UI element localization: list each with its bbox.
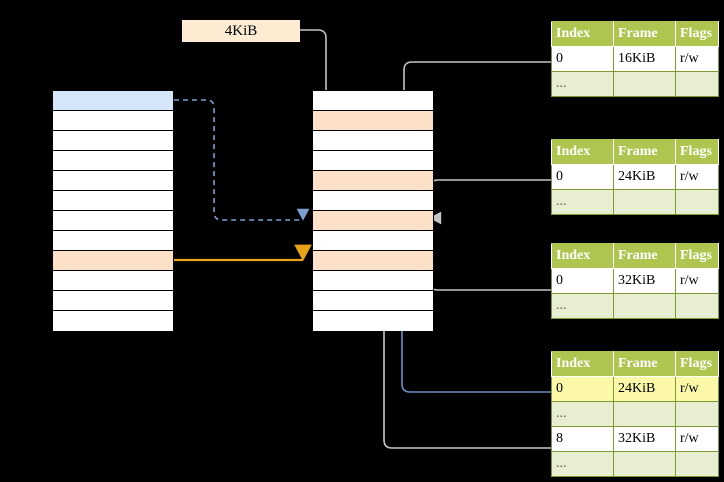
column-header-index: Index <box>551 243 614 269</box>
page-table-row <box>53 251 173 271</box>
table-row: ... <box>551 293 719 319</box>
table-cell <box>613 401 676 427</box>
table-cell <box>675 293 719 319</box>
physical-memory-column <box>312 90 434 331</box>
column-header-index: Index <box>551 139 614 165</box>
wire-table3-to-frame <box>418 261 551 291</box>
table-cell: 8 <box>551 426 614 452</box>
column-header-flags: Flags <box>675 351 719 377</box>
wire-pagetable-row0-dashed <box>174 99 310 221</box>
page-table-row <box>53 191 173 211</box>
table-cell <box>613 293 676 319</box>
page-table-row <box>53 231 173 251</box>
table-cell: r/w <box>675 164 719 190</box>
table-cell: 24KiB <box>613 376 676 402</box>
memory-frame-row <box>313 251 433 271</box>
table-cell: ... <box>551 451 614 477</box>
table-cell <box>613 189 676 215</box>
table-cell: 16KiB <box>613 46 676 72</box>
table-cell <box>675 451 719 477</box>
table-cell: ... <box>551 293 614 319</box>
page-table-row <box>53 211 173 231</box>
table-cell: 0 <box>551 268 614 294</box>
table-row: ... <box>551 451 719 477</box>
column-header-frame: Frame <box>613 243 676 269</box>
table-cell: 32KiB <box>613 268 676 294</box>
page-table-column <box>52 90 174 331</box>
table-cell: ... <box>551 401 614 427</box>
table-cell <box>613 451 676 477</box>
table-row: ... <box>551 71 719 97</box>
page-table-row <box>53 271 173 291</box>
column-header-index: Index <box>551 351 614 377</box>
memory-frame-row <box>313 111 433 131</box>
memory-frame-row <box>313 211 433 231</box>
page-table-row <box>53 291 173 311</box>
memory-frame-row <box>313 91 433 111</box>
column-header-flags: Flags <box>675 21 719 47</box>
page-size-label: 4KiB <box>182 20 300 42</box>
page-table-row <box>53 91 173 111</box>
table-cell: r/w <box>675 268 719 294</box>
wire-table2-to-frame <box>429 179 551 225</box>
memory-frame-row <box>313 191 433 211</box>
table-cell: 0 <box>551 376 614 402</box>
table-cell: r/w <box>675 376 719 402</box>
memory-frame-row <box>313 171 433 191</box>
column-header-flags: Flags <box>675 139 719 165</box>
table-cell <box>675 401 719 427</box>
table-cell <box>675 189 719 215</box>
table-cell: 24KiB <box>613 164 676 190</box>
table-cell: 0 <box>551 164 614 190</box>
page-table-row <box>53 131 173 151</box>
table-cell: r/w <box>675 46 719 72</box>
table-cell: ... <box>551 189 614 215</box>
column-header-frame: Frame <box>613 351 676 377</box>
memory-frame-row <box>313 291 433 311</box>
table-cell: r/w <box>675 426 719 452</box>
table-cell: ... <box>551 71 614 97</box>
column-header-frame: Frame <box>613 21 676 47</box>
column-header-flags: Flags <box>675 243 719 269</box>
memory-frame-row <box>313 311 433 331</box>
page-table-row <box>53 111 173 131</box>
page-table-row <box>53 171 173 191</box>
column-header-frame: Frame <box>613 139 676 165</box>
page-table-row <box>53 311 173 331</box>
table-row: ... <box>551 401 719 427</box>
table-row: ... <box>551 189 719 215</box>
memory-frame-row <box>313 151 433 171</box>
table-cell <box>675 71 719 97</box>
memory-frame-row <box>313 131 433 151</box>
page-table-row <box>53 151 173 171</box>
table-cell: 0 <box>551 46 614 72</box>
column-header-index: Index <box>551 21 614 47</box>
memory-frame-row <box>313 231 433 251</box>
table-cell <box>613 71 676 97</box>
memory-frame-row <box>313 271 433 291</box>
table-cell: 32KiB <box>613 426 676 452</box>
